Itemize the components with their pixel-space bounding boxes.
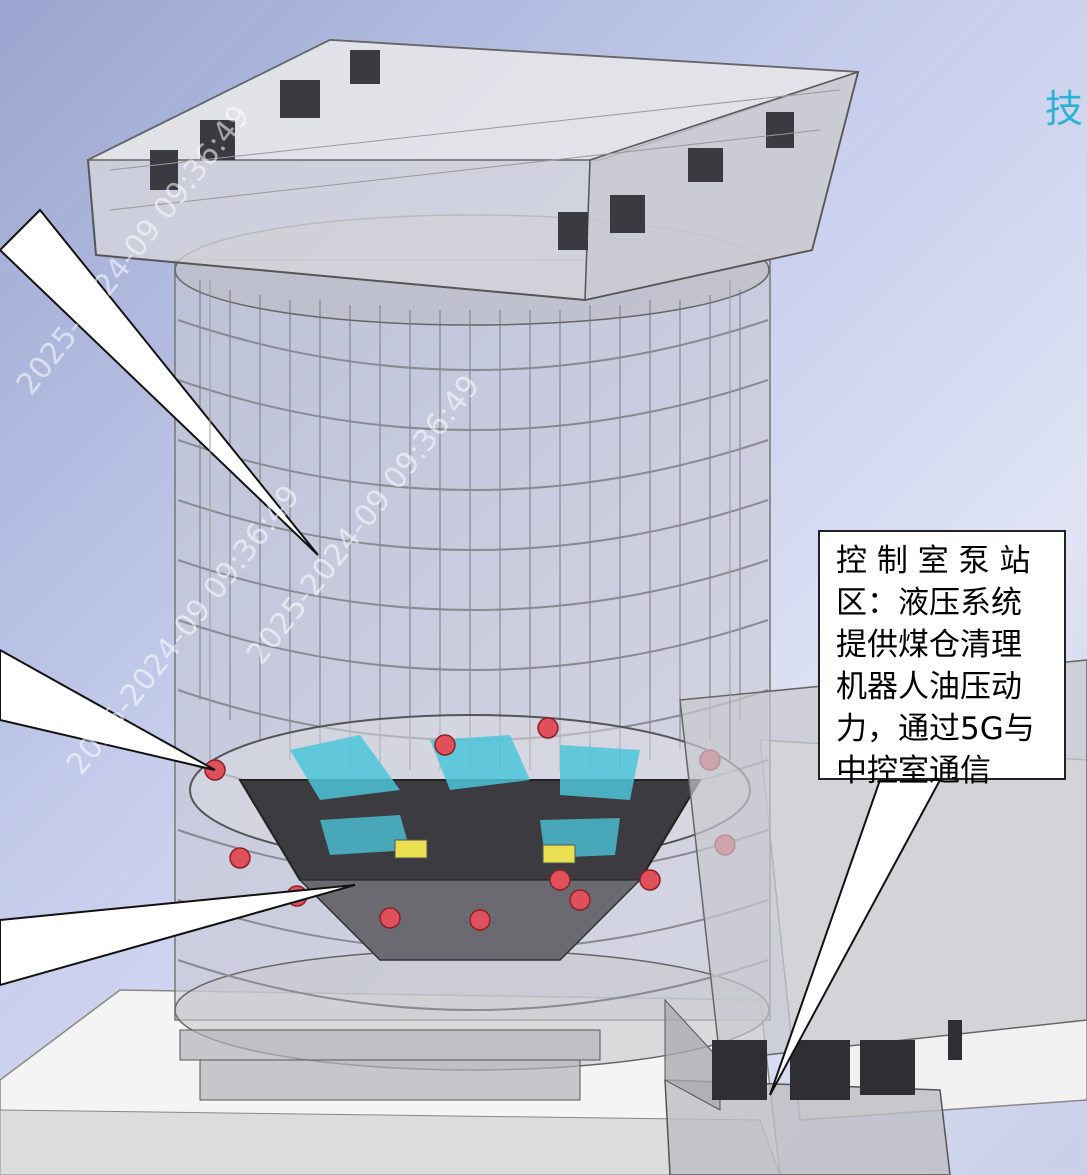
callout-line-3: 提供煤仓清理 [836, 627, 1022, 663]
wireframe-accents [109, 89, 841, 760]
callout-pointers [0, 208, 942, 1096]
control-room-callout [818, 530, 1066, 780]
title-fragment: 技 [1045, 87, 1084, 131]
callout-line-1: 控 制 室 泵 站 [836, 543, 1031, 579]
top-structure [86, 38, 860, 302]
callout-line-4: 机器人油压动 [836, 669, 1022, 705]
conveyor-galleries [179, 839, 601, 1101]
silo-liner-grid [199, 280, 741, 770]
callout-line-5: 力，通过5G与 [836, 711, 1035, 747]
callout-line-2: 区：液压系统 [836, 585, 1022, 621]
callout-line-6: 中控室通信 [836, 753, 991, 789]
